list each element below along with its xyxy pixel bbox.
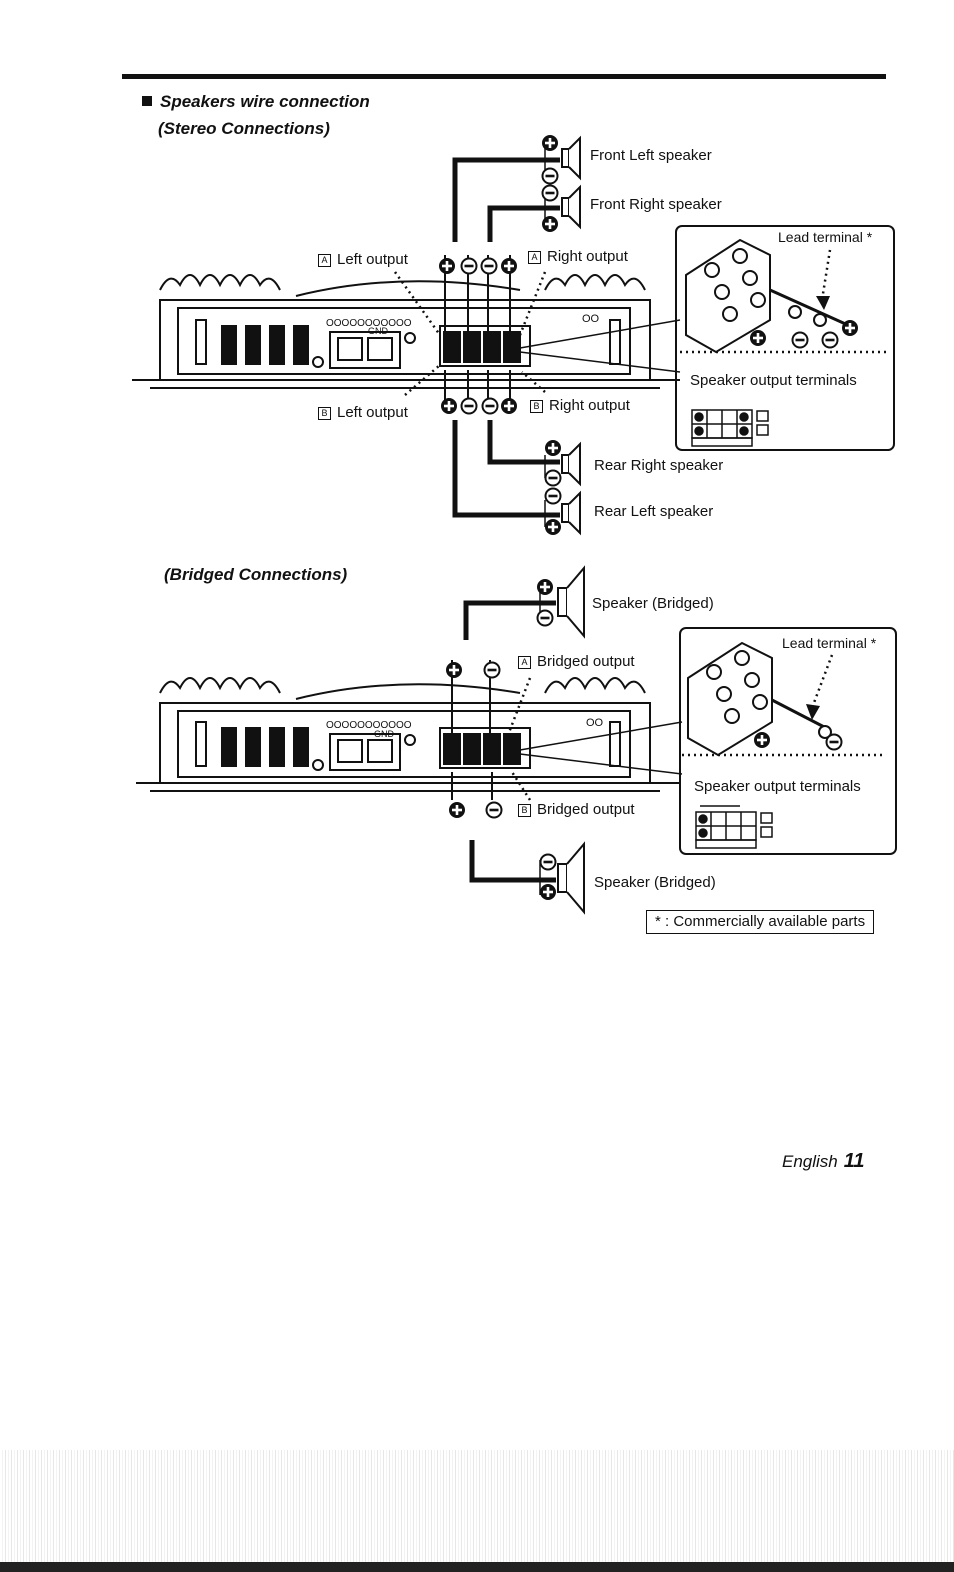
- bullet-square-icon: [142, 96, 152, 106]
- footer-language: English: [782, 1152, 838, 1171]
- stereo-title: (Stereo Connections): [158, 119, 330, 138]
- minus-terminal-icon: [539, 853, 557, 871]
- amplifier-illustration-stereo: OO OOOOOOOOOOO GND: [132, 274, 680, 389]
- amplifier-illustration-bridged: OO OOOOOOOOOOO GND: [136, 677, 680, 792]
- section-title: Speakers wire connection: [142, 92, 370, 112]
- lead-terminal-label-stereo: Lead terminal *: [778, 229, 873, 245]
- rear-left-speaker-label: Rear Left speaker: [594, 503, 714, 520]
- plus-terminal-icon: [446, 662, 462, 678]
- plus-terminal-icon: [501, 398, 517, 414]
- minus-terminal-icon: [460, 397, 478, 415]
- speaker-bridged-top-label: Speaker (Bridged): [592, 595, 714, 612]
- minus-terminal-icon: [791, 331, 809, 349]
- plus-terminal-icon: [545, 440, 561, 456]
- scan-noise: [0, 1450, 954, 1572]
- header-rule: [122, 74, 886, 79]
- minus-terminal-icon: [536, 609, 554, 627]
- speaker-icon-rear-right: [561, 443, 581, 485]
- svg-text:OOOOOOOOOOO: OOOOOOOOOOO: [326, 720, 412, 731]
- minus-terminal-icon: [544, 469, 562, 487]
- svg-text:GND: GND: [374, 729, 395, 739]
- speaker-icon-front-right: [561, 186, 581, 228]
- svg-text:OO: OO: [586, 717, 604, 729]
- plus-terminal-icon: [842, 320, 858, 336]
- terminal-grid-bridged: [695, 805, 773, 849]
- lead-terminal-label-bridged: Lead terminal *: [782, 635, 877, 651]
- plus-terminal-icon: [750, 330, 766, 346]
- svg-text:OO: OO: [582, 313, 600, 325]
- minus-terminal-icon: [825, 733, 843, 751]
- stereo-wires: [452, 157, 560, 518]
- bridged-title: (Bridged Connections): [164, 565, 348, 584]
- plus-terminal-icon: [537, 579, 553, 595]
- plus-terminal-icon: [540, 884, 556, 900]
- plus-terminal-icon: [501, 258, 517, 274]
- page-footer: English 11: [782, 1150, 865, 1173]
- lead-terminal-inset-stereo: [675, 225, 895, 451]
- speaker-icon-rear-left: [561, 492, 581, 534]
- speaker-bridged-bottom-label: Speaker (Bridged): [594, 874, 716, 891]
- plus-terminal-icon: [754, 732, 770, 748]
- lead-terminal-inset-bridged: [679, 627, 897, 855]
- lead-terminal-illustration: [687, 641, 832, 757]
- plus-terminal-icon: [542, 216, 558, 232]
- svg-text:OOOOOOOOOOO: OOOOOOOOOOO: [326, 318, 412, 329]
- speaker-output-terminals-label-bridged: Speaker output terminals: [694, 778, 861, 795]
- plus-terminal-icon: [439, 258, 455, 274]
- front-left-speaker-label: Front Left speaker: [590, 147, 712, 164]
- plus-terminal-icon: [542, 135, 558, 151]
- lead-terminal-illustration: [685, 238, 851, 354]
- terminal-grid-stereo: [691, 409, 769, 447]
- minus-terminal-icon: [485, 801, 503, 819]
- front-right-speaker-label: Front Right speaker: [590, 196, 722, 213]
- minus-terminal-icon: [541, 184, 559, 202]
- minus-terminal-icon: [541, 167, 559, 185]
- bridged-wires: [463, 600, 556, 883]
- minus-terminal-icon: [481, 397, 499, 415]
- minus-terminal-icon: [821, 331, 839, 349]
- page-number: 11: [843, 1150, 865, 1172]
- scan-edge: [0, 1562, 954, 1572]
- commercial-parts-note: * : Commercially available parts: [646, 910, 875, 934]
- speaker-icon-bridged-top: [557, 567, 585, 637]
- minus-terminal-icon: [483, 661, 501, 679]
- minus-terminal-icon: [460, 257, 478, 275]
- rear-right-speaker-label: Rear Right speaker: [594, 457, 724, 474]
- speaker-icon-bridged-bottom: [557, 843, 585, 913]
- minus-terminal-icon: [480, 257, 498, 275]
- svg-text:GND: GND: [368, 326, 389, 336]
- plus-terminal-icon: [449, 802, 465, 818]
- plus-terminal-icon: [441, 398, 457, 414]
- speaker-output-terminals-label-stereo: Speaker output terminals: [690, 372, 857, 389]
- speaker-icon-front-left: [561, 137, 581, 179]
- minus-terminal-icon: [544, 487, 562, 505]
- plus-terminal-icon: [545, 519, 561, 535]
